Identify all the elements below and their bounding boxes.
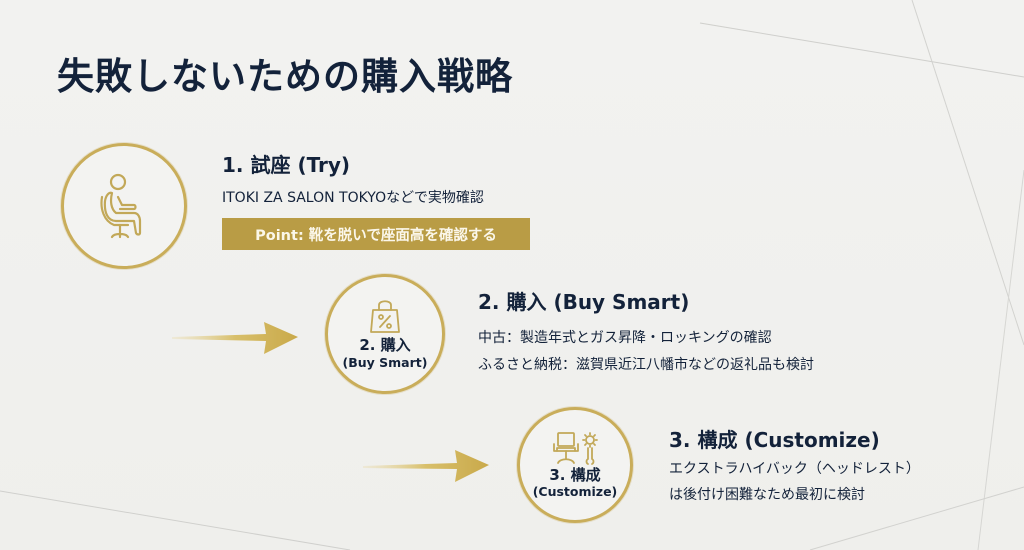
arrow-right-icon [363, 450, 489, 482]
step-2-circle-sub: (Buy Smart) [342, 354, 428, 370]
step-1-title: 1. 試座 (Try) [222, 153, 351, 177]
step-1-description: ITOKI ZA SALON TOKYOなどで実物確認 [222, 190, 484, 206]
step-2-title: 2. 購入 (Buy Smart) [478, 290, 690, 314]
step-2-line-2: ふるさと納税：滋賀県近江八幡市などの返礼品も検討 [478, 357, 814, 373]
step-2-circle: 2. 購入 (Buy Smart) [325, 274, 445, 394]
step-3-circle: 3. 構成 (Customize) [517, 407, 633, 523]
chair-gear-wrench-icon [553, 431, 598, 465]
arrow-right-icon [172, 322, 298, 354]
point-banner: Point: 靴を脱いで座面高を確認する [222, 218, 530, 250]
step-3-line-1: エクストラハイバック（ヘッドレスト） [669, 461, 920, 477]
step-2-circle-label: 2. 購入 [359, 336, 411, 355]
step-1-circle [61, 143, 187, 269]
step-3-line-2: は後付け困難なため最初に検討 [669, 487, 865, 503]
person-sitting-chair-icon [100, 173, 142, 239]
step-3-circle-label: 3. 構成 [549, 465, 601, 484]
step-3-title: 3. 構成 (Customize) [669, 428, 880, 452]
step-2-line-1: 中古：製造年式とガス昇降・ロッキングの確認 [478, 330, 772, 346]
step-3-circle-sub: (Customize) [532, 484, 618, 500]
shopping-bag-percent-icon [370, 300, 400, 334]
point-text: Point: 靴を脱いで座面高を確認する [255, 227, 497, 244]
page-title: 失敗しないための購入戦略 [57, 55, 513, 98]
